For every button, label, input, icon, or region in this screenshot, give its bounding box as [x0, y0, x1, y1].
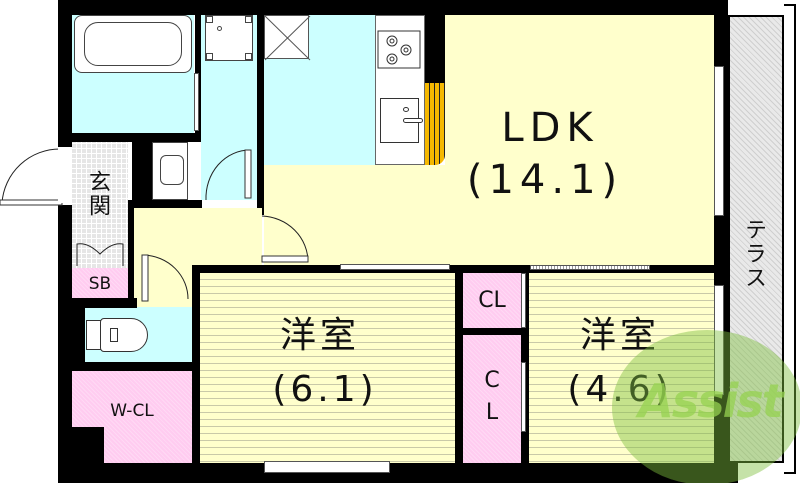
- ldk: [445, 15, 714, 265]
- washroom-wall-right: [257, 15, 264, 215]
- walk-in-closet-label: W-CL: [110, 401, 154, 421]
- closet-2-label-1: C: [484, 368, 500, 393]
- outer-wall-left: [58, 0, 72, 148]
- toilet-wall-bottom: [72, 362, 200, 371]
- bath-door[interactable]: [194, 73, 199, 131]
- ldk-window-right[interactable]: [714, 66, 724, 216]
- western-room-1-label: 洋室: [279, 315, 360, 356]
- terrace-rail: [784, 4, 796, 474]
- ldk-lower: [264, 165, 445, 265]
- terrace-label: テラス: [741, 218, 766, 290]
- toilet-icon: [86, 318, 148, 352]
- kitchen-sink-icon: [380, 98, 423, 143]
- western-room-1: [200, 273, 455, 463]
- washing-machine-icon: [205, 15, 253, 61]
- watermark-circle: [612, 330, 800, 483]
- storage-box-icon: [264, 15, 311, 61]
- terrace: [728, 15, 784, 463]
- western-room-2-size: (4.6): [567, 369, 673, 410]
- outer-wall-top: [58, 0, 728, 15]
- western-room-2-label: 洋室: [579, 315, 660, 356]
- ldk-size: (14.1): [466, 157, 624, 203]
- closet-1: [463, 273, 521, 328]
- toilet-wall-top: [72, 298, 137, 308]
- entrance-floor: [72, 142, 128, 268]
- watermark-text: Assist: [638, 374, 784, 428]
- bedroom1-window[interactable]: [264, 461, 390, 473]
- washroom-door-icon: [205, 149, 252, 201]
- closet-divider: [455, 328, 527, 335]
- toilet-door-icon: [141, 254, 189, 302]
- closet-2-label-2: L: [485, 400, 499, 425]
- bath-wall-bottom: [58, 133, 200, 142]
- closet-2: [463, 335, 521, 463]
- wash-basin-icon: [160, 155, 184, 185]
- vanity-wall-bottom: [132, 200, 202, 208]
- closet-2-door[interactable]: [521, 362, 526, 432]
- outer-wall-left-lower: [58, 205, 72, 483]
- closet-wall-left: [455, 265, 463, 463]
- toilet-wall-left: [72, 298, 85, 368]
- entrance-label: 玄関: [85, 170, 110, 218]
- closet-1-label: CL: [478, 288, 506, 313]
- entrance-wall-right: [128, 200, 134, 300]
- shoe-box-label: SB: [88, 274, 112, 294]
- vanity-wall-left: [132, 142, 152, 210]
- outer-wall-bottom: [58, 463, 738, 483]
- western-room-2: [529, 273, 714, 463]
- ldk-label: LDK: [501, 105, 599, 151]
- stove-icon: [377, 30, 421, 69]
- bathtub-icon: [74, 15, 192, 73]
- kitchen-panel: [425, 83, 445, 165]
- entry-door-icon: [0, 147, 72, 206]
- shoe-box: [72, 268, 128, 298]
- bedroom2-sliding-door[interactable]: [530, 265, 650, 270]
- wcl-corner-wall: [72, 427, 104, 463]
- bedroom1-sliding-door[interactable]: [340, 264, 450, 270]
- western-room-1-size: (6.1): [272, 369, 378, 410]
- kitchen-pillar: [425, 15, 445, 83]
- bedroom1-wall-left: [192, 265, 200, 463]
- shoe-box-doors-icon: [76, 243, 124, 266]
- ldk-door-icon: [261, 215, 309, 263]
- closet-1-door[interactable]: [521, 273, 526, 328]
- bedroom2-window-right[interactable]: [714, 285, 724, 395]
